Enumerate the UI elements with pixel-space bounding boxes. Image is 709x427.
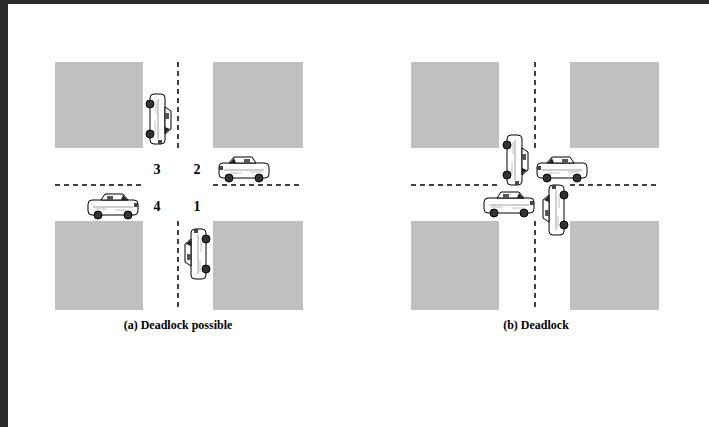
callout-number: 2: [194, 163, 201, 177]
callout-number: 4: [154, 200, 161, 214]
callout-number: 3: [154, 163, 161, 177]
intersection-b: [411, 62, 659, 310]
callout-number: 1: [194, 200, 201, 214]
frame-edge: [0, 0, 8, 427]
intersection-a: [55, 62, 303, 310]
subfigure-caption: (b) Deadlock: [503, 319, 569, 331]
subfigure-caption: (a) Deadlock possible: [124, 319, 233, 331]
frame-edge: [0, 0, 709, 4]
